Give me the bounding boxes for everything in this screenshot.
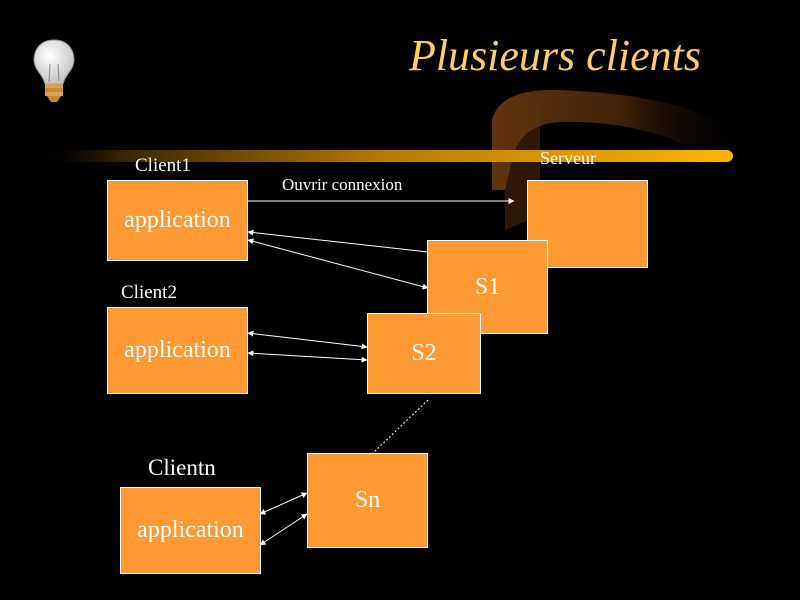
session-s2-box: S2 — [367, 313, 481, 394]
clientn-label: Clientn — [148, 455, 216, 480]
session-sn-box: Sn — [307, 453, 428, 548]
client2-application-box: application — [107, 307, 248, 394]
clientn-application-box: application — [120, 487, 261, 574]
open-connection-label: Ouvrir connexion — [282, 175, 403, 194]
client1-application-box: application — [107, 180, 248, 261]
server-label: Serveur — [540, 148, 596, 168]
lightbulb-icon — [33, 39, 75, 102]
client1-label: Client1 — [135, 155, 191, 176]
slide-title: Plusieurs clients — [408, 31, 702, 80]
client2-label: Client2 — [121, 282, 177, 303]
